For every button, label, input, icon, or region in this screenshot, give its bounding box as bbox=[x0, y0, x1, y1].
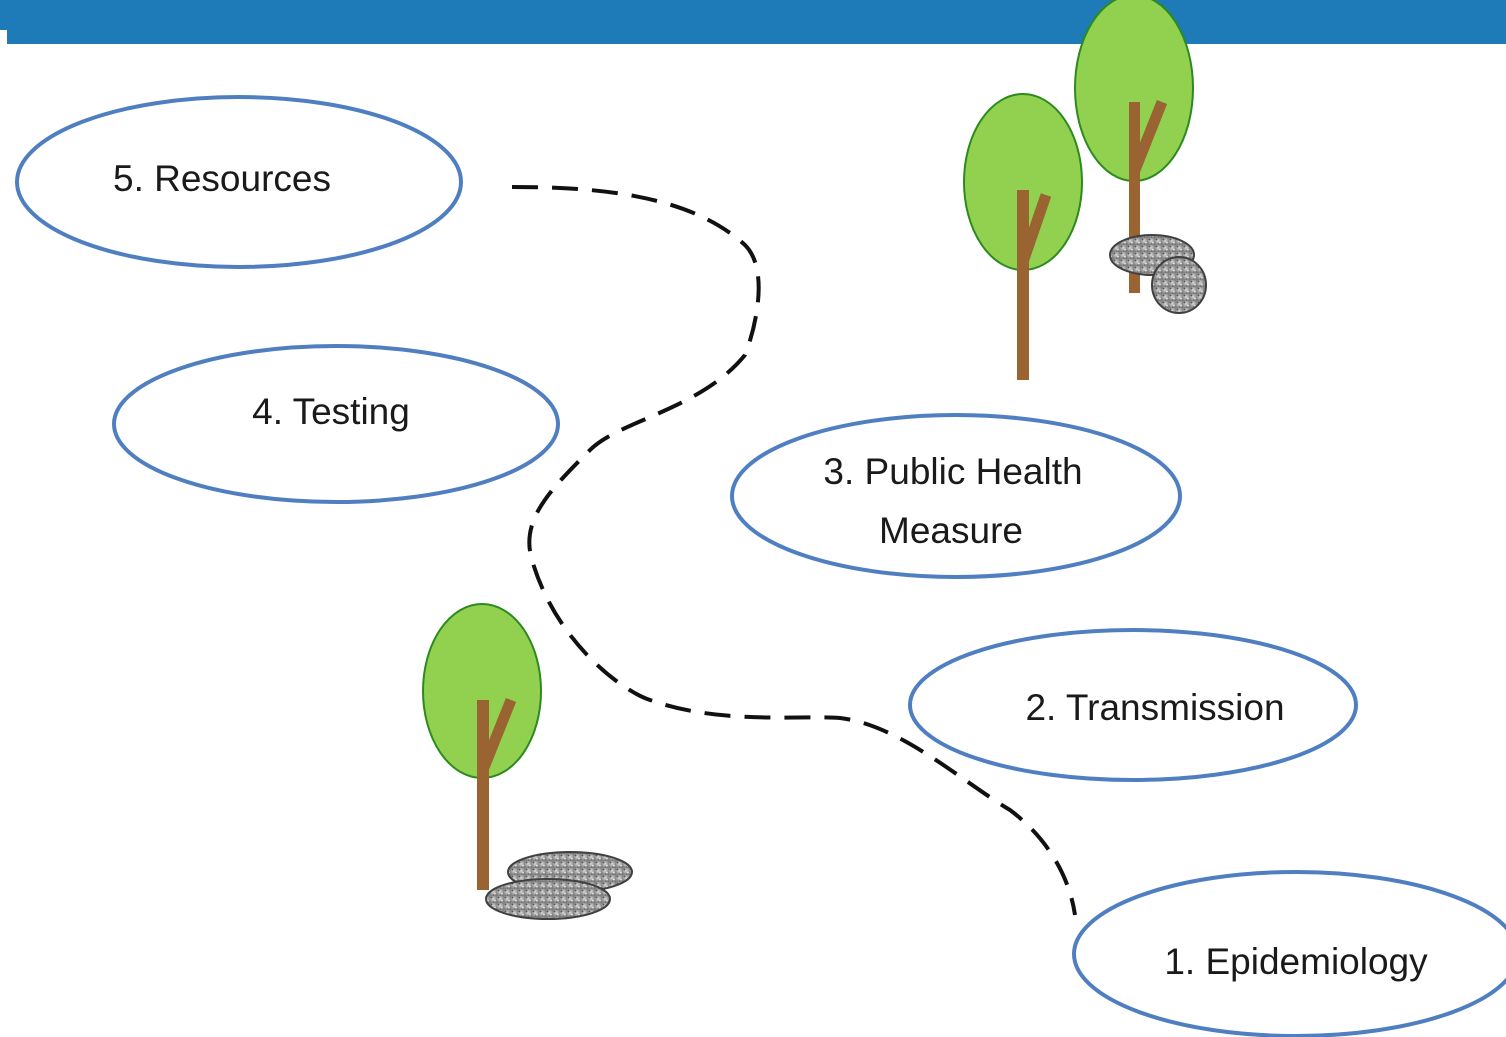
rock-icon bbox=[485, 851, 633, 920]
step-public-health-measure: 3. Public Health Measure bbox=[730, 413, 1182, 579]
header-bar bbox=[0, 0, 1506, 44]
step-public-health-measure-label-line1: 3. Public Health bbox=[823, 451, 1082, 492]
step-transmission: 2. Transmission bbox=[908, 628, 1358, 782]
step-testing: 4. Testing bbox=[112, 344, 560, 504]
step-testing-label: 4. Testing bbox=[252, 391, 410, 432]
tree-icon bbox=[422, 603, 542, 890]
step-transmission-label: 2. Transmission bbox=[1025, 687, 1284, 728]
step-epidemiology: 1. Epidemiology bbox=[1072, 870, 1506, 1037]
step-resources-label: 5. Resources bbox=[113, 158, 331, 199]
dashed-path bbox=[511, 185, 1077, 916]
step-resources: 5. Resources bbox=[15, 95, 463, 269]
tree-icon bbox=[1074, 0, 1194, 293]
step-public-health-measure-label-line2: Measure bbox=[879, 510, 1023, 551]
tree-icon bbox=[963, 93, 1083, 380]
rock-icon bbox=[1109, 234, 1207, 314]
header-accent bbox=[0, 30, 7, 44]
step-epidemiology-label: 1. Epidemiology bbox=[1164, 941, 1428, 982]
